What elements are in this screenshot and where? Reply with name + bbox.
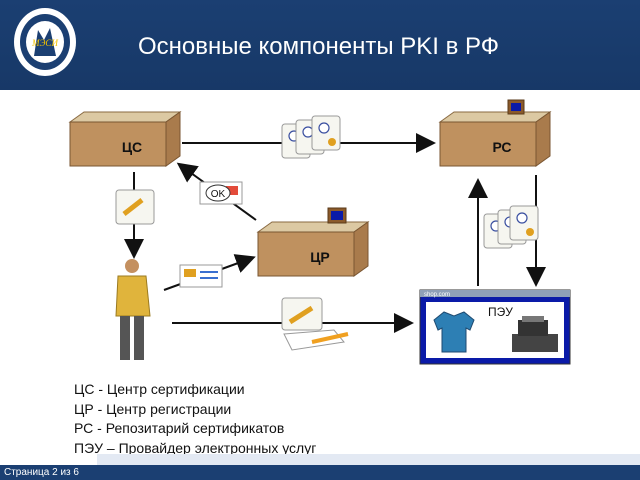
shop-url: shop.com (424, 292, 450, 298)
cash-register-icon (512, 316, 558, 352)
pen-icon (311, 332, 349, 344)
slide-header (0, 0, 640, 90)
peu-node: shop.com ПЭУ (419, 289, 571, 365)
peu-label: ПЭУ (488, 305, 513, 319)
legend-item-cs: ЦС - Центр сертификации (74, 381, 245, 397)
certificate-stack-top (281, 115, 341, 159)
ok-label: OK (211, 189, 226, 200)
page-number: Страница 2 из 6 (4, 467, 79, 478)
certificate-cs-user (115, 189, 155, 225)
logo-emblem: МЭСИ (14, 8, 76, 76)
pki-diagram: ЦС РС ЦР OK (69, 99, 571, 365)
footer-bar-light (97, 454, 640, 465)
legend-item-peu: ПЭУ – Провайдер электронных услуг (74, 439, 317, 456)
ok-stamp: OK (199, 181, 243, 205)
footer-bar (0, 465, 640, 480)
legend: ЦС - Центр сертификации ЦР - Центр регис… (74, 380, 316, 458)
certificate-stack-right (483, 205, 539, 249)
rs-label: РС (492, 139, 511, 155)
certificate-icon (311, 115, 341, 151)
rs-node: РС (439, 99, 551, 167)
cs-node: ЦС (69, 111, 181, 167)
cr-label: ЦР (310, 249, 330, 265)
certificate-user-peu (281, 297, 349, 351)
person-icon (115, 259, 151, 360)
legend-item-cr: ЦР - Центр регистрации (74, 400, 232, 417)
legend-item-rs: РС - Репозитарий сертификатов (74, 420, 285, 436)
cs-label: ЦС (122, 139, 142, 155)
cr-node: ЦР (257, 207, 369, 277)
page-title: Основные компоненты PKI в РФ (138, 33, 500, 60)
shirt-icon (433, 311, 475, 353)
request-card (179, 264, 223, 288)
logo-mark: МЭСИ (31, 38, 58, 48)
certificate-icon (509, 205, 539, 241)
